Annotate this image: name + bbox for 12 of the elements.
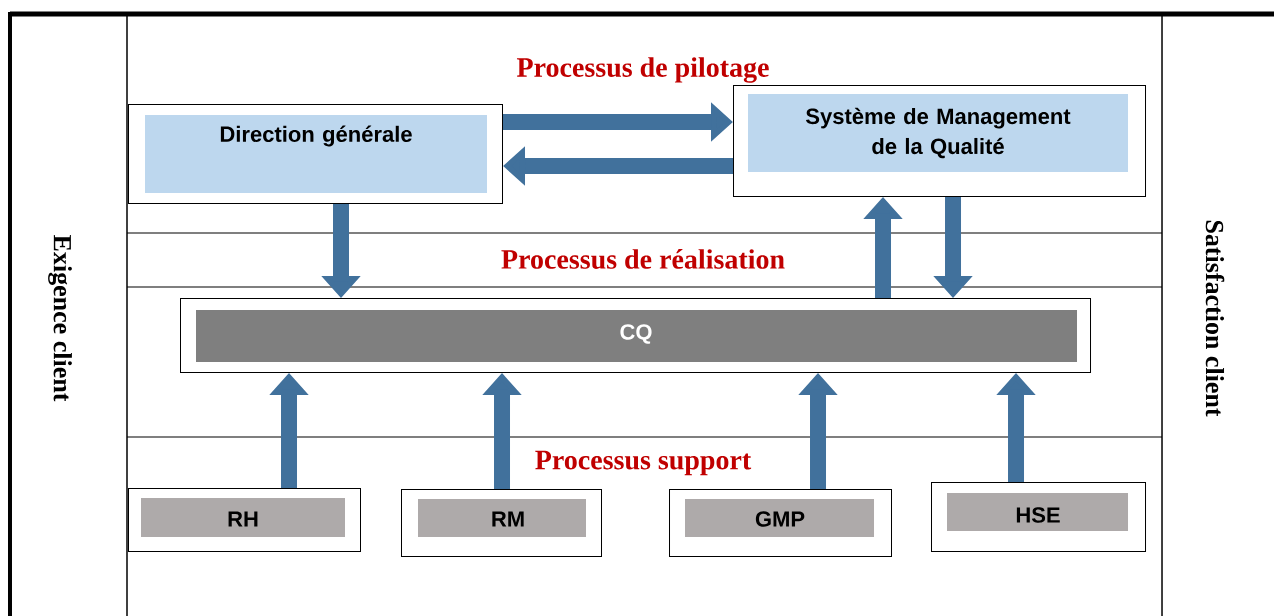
section-heading: Processus de pilotage: [517, 57, 769, 83]
process-box: GMP: [669, 489, 892, 557]
side-label: Exigence client: [48, 235, 72, 402]
process-box: Système de Management de la Qualité: [733, 85, 1146, 197]
process-bar: CQ: [180, 298, 1091, 373]
process-box: Direction générale: [128, 104, 503, 204]
section-heading: Processus de réalisation: [501, 249, 785, 269]
side-label: Satisfaction client: [1205, 220, 1225, 417]
process-box: HSE: [931, 482, 1146, 552]
process-box: RH: [128, 488, 361, 552]
section-heading: Processus support: [535, 450, 752, 476]
process-box: RM: [401, 489, 602, 557]
